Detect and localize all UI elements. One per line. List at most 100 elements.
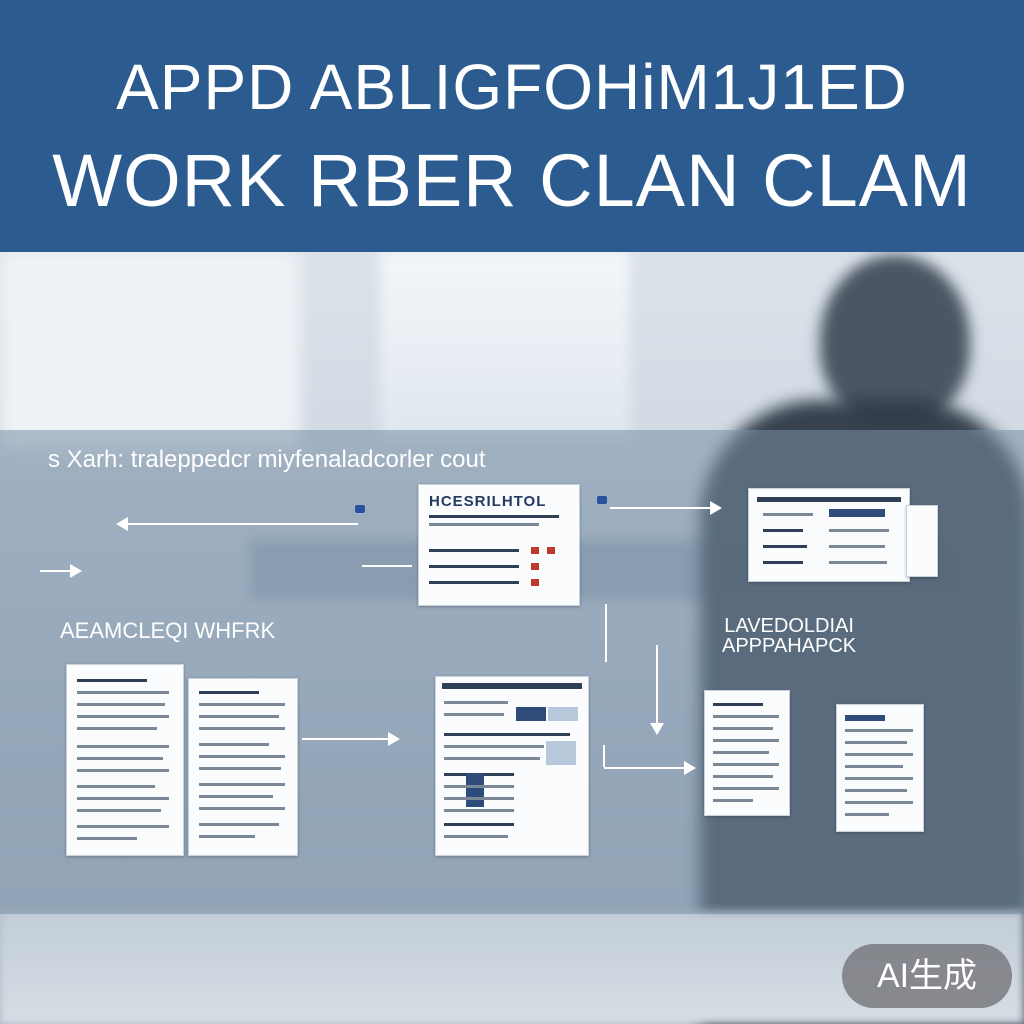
form-underline	[429, 515, 559, 518]
person-head	[820, 255, 970, 425]
doc-line	[444, 785, 514, 788]
doc-line	[845, 753, 913, 756]
arrow-right-bottom-1	[302, 732, 400, 746]
doc-line	[199, 691, 259, 694]
form-line	[429, 565, 519, 568]
doc-line	[199, 755, 285, 758]
doc-line	[199, 743, 269, 746]
form-title: HCESRILHTOL	[429, 493, 547, 510]
form-marker	[531, 563, 539, 570]
title-line-2: WORK RBER CLAN CLAM	[52, 139, 972, 222]
doc-line	[199, 795, 273, 798]
doc-line	[199, 715, 279, 718]
right-label-line-2: APPPAHAPCK	[722, 635, 857, 657]
doc-line	[713, 775, 773, 778]
doc-line	[444, 797, 514, 800]
arrow-right-small	[40, 564, 82, 578]
left-section-label: AEAMCLEQI WHFRK	[60, 618, 276, 643]
doc-line	[845, 777, 913, 780]
doc-line	[444, 809, 514, 812]
doc-block-light	[546, 741, 576, 765]
ai-generated-badge: AI生成	[842, 944, 1012, 1008]
window	[380, 250, 630, 440]
title-line-1: APPD ABLIGFOHiM1J1ED	[116, 51, 908, 123]
doc-line	[713, 751, 769, 754]
doc-line	[845, 813, 889, 816]
doc-block	[466, 773, 484, 807]
doc-header	[442, 683, 582, 689]
output-document-top	[748, 488, 910, 582]
doc-line	[444, 835, 508, 838]
form-document: HCESRILHTOL	[418, 484, 580, 606]
doc-line	[77, 769, 169, 772]
doc-line	[444, 713, 504, 716]
arrow-left-top	[116, 517, 358, 531]
doc-line	[77, 679, 147, 682]
doc-line	[763, 513, 813, 516]
vertical-arrow	[650, 645, 664, 735]
doc-line	[77, 715, 169, 718]
doc-block	[845, 715, 885, 721]
doc-line	[713, 703, 763, 706]
doc-line	[444, 701, 508, 704]
connector-line	[362, 565, 412, 567]
form-marker	[531, 579, 539, 586]
doc-line	[444, 745, 544, 748]
right-label-line-1: LAVEDOLDIAI	[724, 615, 854, 637]
doc-line	[199, 823, 279, 826]
form-marker	[547, 547, 555, 554]
doc-line	[713, 799, 753, 802]
doc-line	[829, 561, 887, 564]
form-line	[429, 549, 519, 552]
form-line	[429, 581, 519, 584]
source-document-2	[188, 678, 298, 856]
doc-line	[444, 757, 540, 760]
doc-block	[829, 509, 885, 517]
processed-document	[435, 676, 589, 856]
doc-line	[77, 825, 169, 828]
vertical-connector	[603, 745, 605, 767]
doc-line	[77, 809, 161, 812]
doc-line	[763, 561, 803, 564]
arrow-right-top	[610, 501, 722, 515]
doc-line	[713, 739, 779, 742]
right-section-label: LAVEDOLDIAI APPPAHAPCK	[722, 616, 856, 656]
doc-line	[199, 767, 281, 770]
output-document-1	[704, 690, 790, 816]
doc-line	[845, 801, 913, 804]
doc-line	[444, 733, 570, 736]
doc-line	[763, 529, 803, 532]
source-document-1	[66, 664, 184, 856]
header-banner: APPD ABLIGFOHiM1J1ED WORK RBER CLAN CLAM	[0, 0, 1024, 252]
doc-line	[713, 715, 779, 718]
form-marker	[531, 547, 539, 554]
document-tab	[906, 505, 938, 577]
doc-line	[713, 763, 779, 766]
doc-line	[199, 835, 255, 838]
connector-dot	[355, 505, 365, 513]
form-line	[429, 523, 539, 526]
diagram-caption: s Xarh: traleppedcr miyfenaladcorler cou…	[48, 446, 486, 473]
bright-wall	[0, 250, 300, 450]
vertical-connector	[605, 604, 607, 662]
doc-line	[77, 757, 163, 760]
doc-line	[444, 823, 514, 826]
doc-line	[77, 691, 169, 694]
doc-line	[77, 785, 155, 788]
doc-line	[713, 727, 773, 730]
doc-line	[199, 807, 285, 810]
connector-dot-right	[597, 496, 607, 504]
doc-line	[77, 797, 169, 800]
doc-line	[845, 729, 913, 732]
doc-line	[77, 745, 169, 748]
doc-line	[845, 789, 907, 792]
doc-line	[199, 703, 285, 706]
output-document-2	[836, 704, 924, 832]
doc-line	[199, 727, 285, 730]
doc-block-light	[548, 707, 578, 721]
doc-header	[757, 497, 901, 502]
doc-line	[199, 783, 285, 786]
doc-line	[845, 765, 903, 768]
doc-line	[829, 529, 889, 532]
doc-line	[713, 787, 779, 790]
